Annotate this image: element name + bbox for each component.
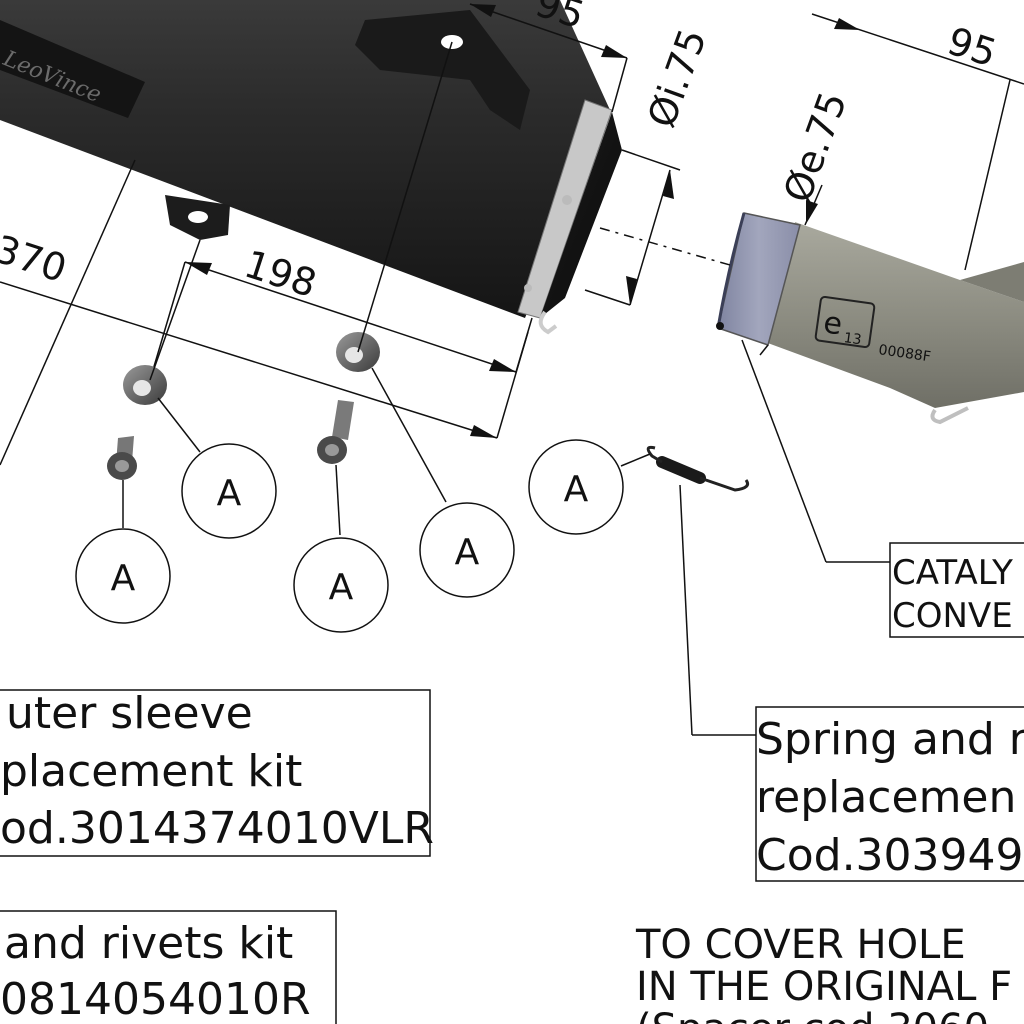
cover-hole-note: TO COVER HOLE IN THE ORIGINAL F (Spacer … [635, 922, 1012, 1024]
rivets-kit-box: and rivets kit 0814054010R [0, 910, 337, 1024]
end-cap [540, 112, 622, 318]
catalytic-line1: CATALY [892, 553, 1013, 593]
dimension-95-right: 95 [942, 19, 1002, 76]
outer-sleeve-line1: uter sleeve [6, 688, 253, 739]
bolt-left [107, 436, 137, 480]
balloon-5: A [528, 439, 624, 535]
rivets-kit-line2: 0814054010R [0, 974, 311, 1024]
note-line2: IN THE ORIGINAL F [636, 964, 1012, 1010]
spring-kit-box: Spring and r replacemen Cod.303949 [755, 706, 1024, 882]
muffler: LeoVince [0, 0, 622, 335]
balloon-5-label: A [564, 469, 589, 510]
balloon-3-label: A [329, 567, 354, 608]
balloon-4-label: A [455, 532, 480, 573]
dimension-inner-diameter: Øi.75 [639, 23, 715, 133]
rubber-grommet-left [123, 365, 167, 405]
outer-sleeve-kit-box: uter sleeve placement kit od.3014374010V… [0, 688, 434, 857]
leader-lines [0, 41, 890, 736]
catalytic-line2: CONVE [892, 596, 1013, 636]
upper-bracket [355, 10, 530, 130]
catalytic-converter-box: CATALY CONVE [889, 542, 1024, 638]
homologation-mark: e [821, 305, 844, 342]
outer-sleeve-line3: od.3014374010VLR [0, 803, 434, 854]
dimension-370: 370 [0, 227, 72, 291]
spring [646, 445, 750, 492]
note-line3: (Spacer cod.3060 [636, 1006, 989, 1024]
spring-kit-line3: Cod.303949 [756, 830, 1024, 881]
bolt-right [317, 400, 354, 464]
spring-kit-line2: replacemen [756, 772, 1016, 823]
dimension-lines [0, 3, 1024, 439]
balloon-1-label: A [217, 473, 242, 514]
catalyst-serial: 00088F [877, 342, 931, 365]
rivets-kit-line1: and rivets kit [4, 918, 293, 969]
balloon-1: A [181, 443, 277, 539]
note-line1: TO COVER HOLE [635, 922, 966, 968]
homologation-number: 13 [843, 330, 863, 348]
balloon-2-label: A [111, 558, 136, 599]
balloon-4: A [419, 502, 515, 598]
balloon-2: A [75, 528, 171, 624]
homologation-label [814, 295, 876, 349]
dimension-outer-diameter: Øe.75 [775, 86, 855, 208]
catalytic-converter: e 13 00088F [716, 212, 1024, 425]
outer-sleeve-line2: placement kit [0, 746, 302, 797]
dimension-198: 198 [239, 242, 322, 306]
spring-kit-line1: Spring and r [756, 714, 1024, 765]
balloon-3: A [293, 537, 389, 633]
